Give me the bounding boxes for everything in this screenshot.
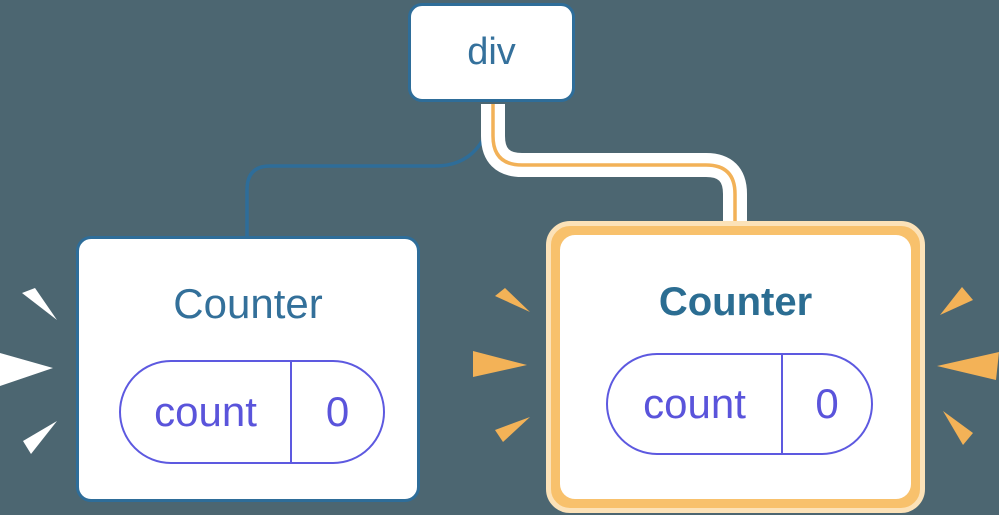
state-pill-left: count 0 (119, 360, 385, 464)
counter-left-title: Counter (173, 280, 323, 327)
counter-right-card-body: Counter count 0 (560, 235, 911, 499)
edge-div-to-right-counter (491, 104, 737, 226)
state-key-left: count (154, 388, 257, 435)
tree-node-div: div (408, 3, 575, 102)
div-node-label: div (467, 31, 516, 73)
state-value-right: 0 (781, 355, 871, 453)
state-value-left: 0 (290, 362, 383, 462)
burst-rays-right-icon (937, 287, 999, 445)
state-key-right: count (643, 380, 746, 427)
burst-rays-middle-icon (473, 288, 530, 442)
counter-right-title: Counter (658, 280, 813, 324)
tree-node-counter-left: Counter count 0 (76, 236, 420, 502)
tree-node-counter-right-highlighted: Counter count 0 (546, 221, 925, 513)
burst-rays-left-icon (0, 288, 57, 454)
edge-div-to-left-counter (245, 103, 493, 240)
state-pill-right: count 0 (606, 353, 873, 455)
